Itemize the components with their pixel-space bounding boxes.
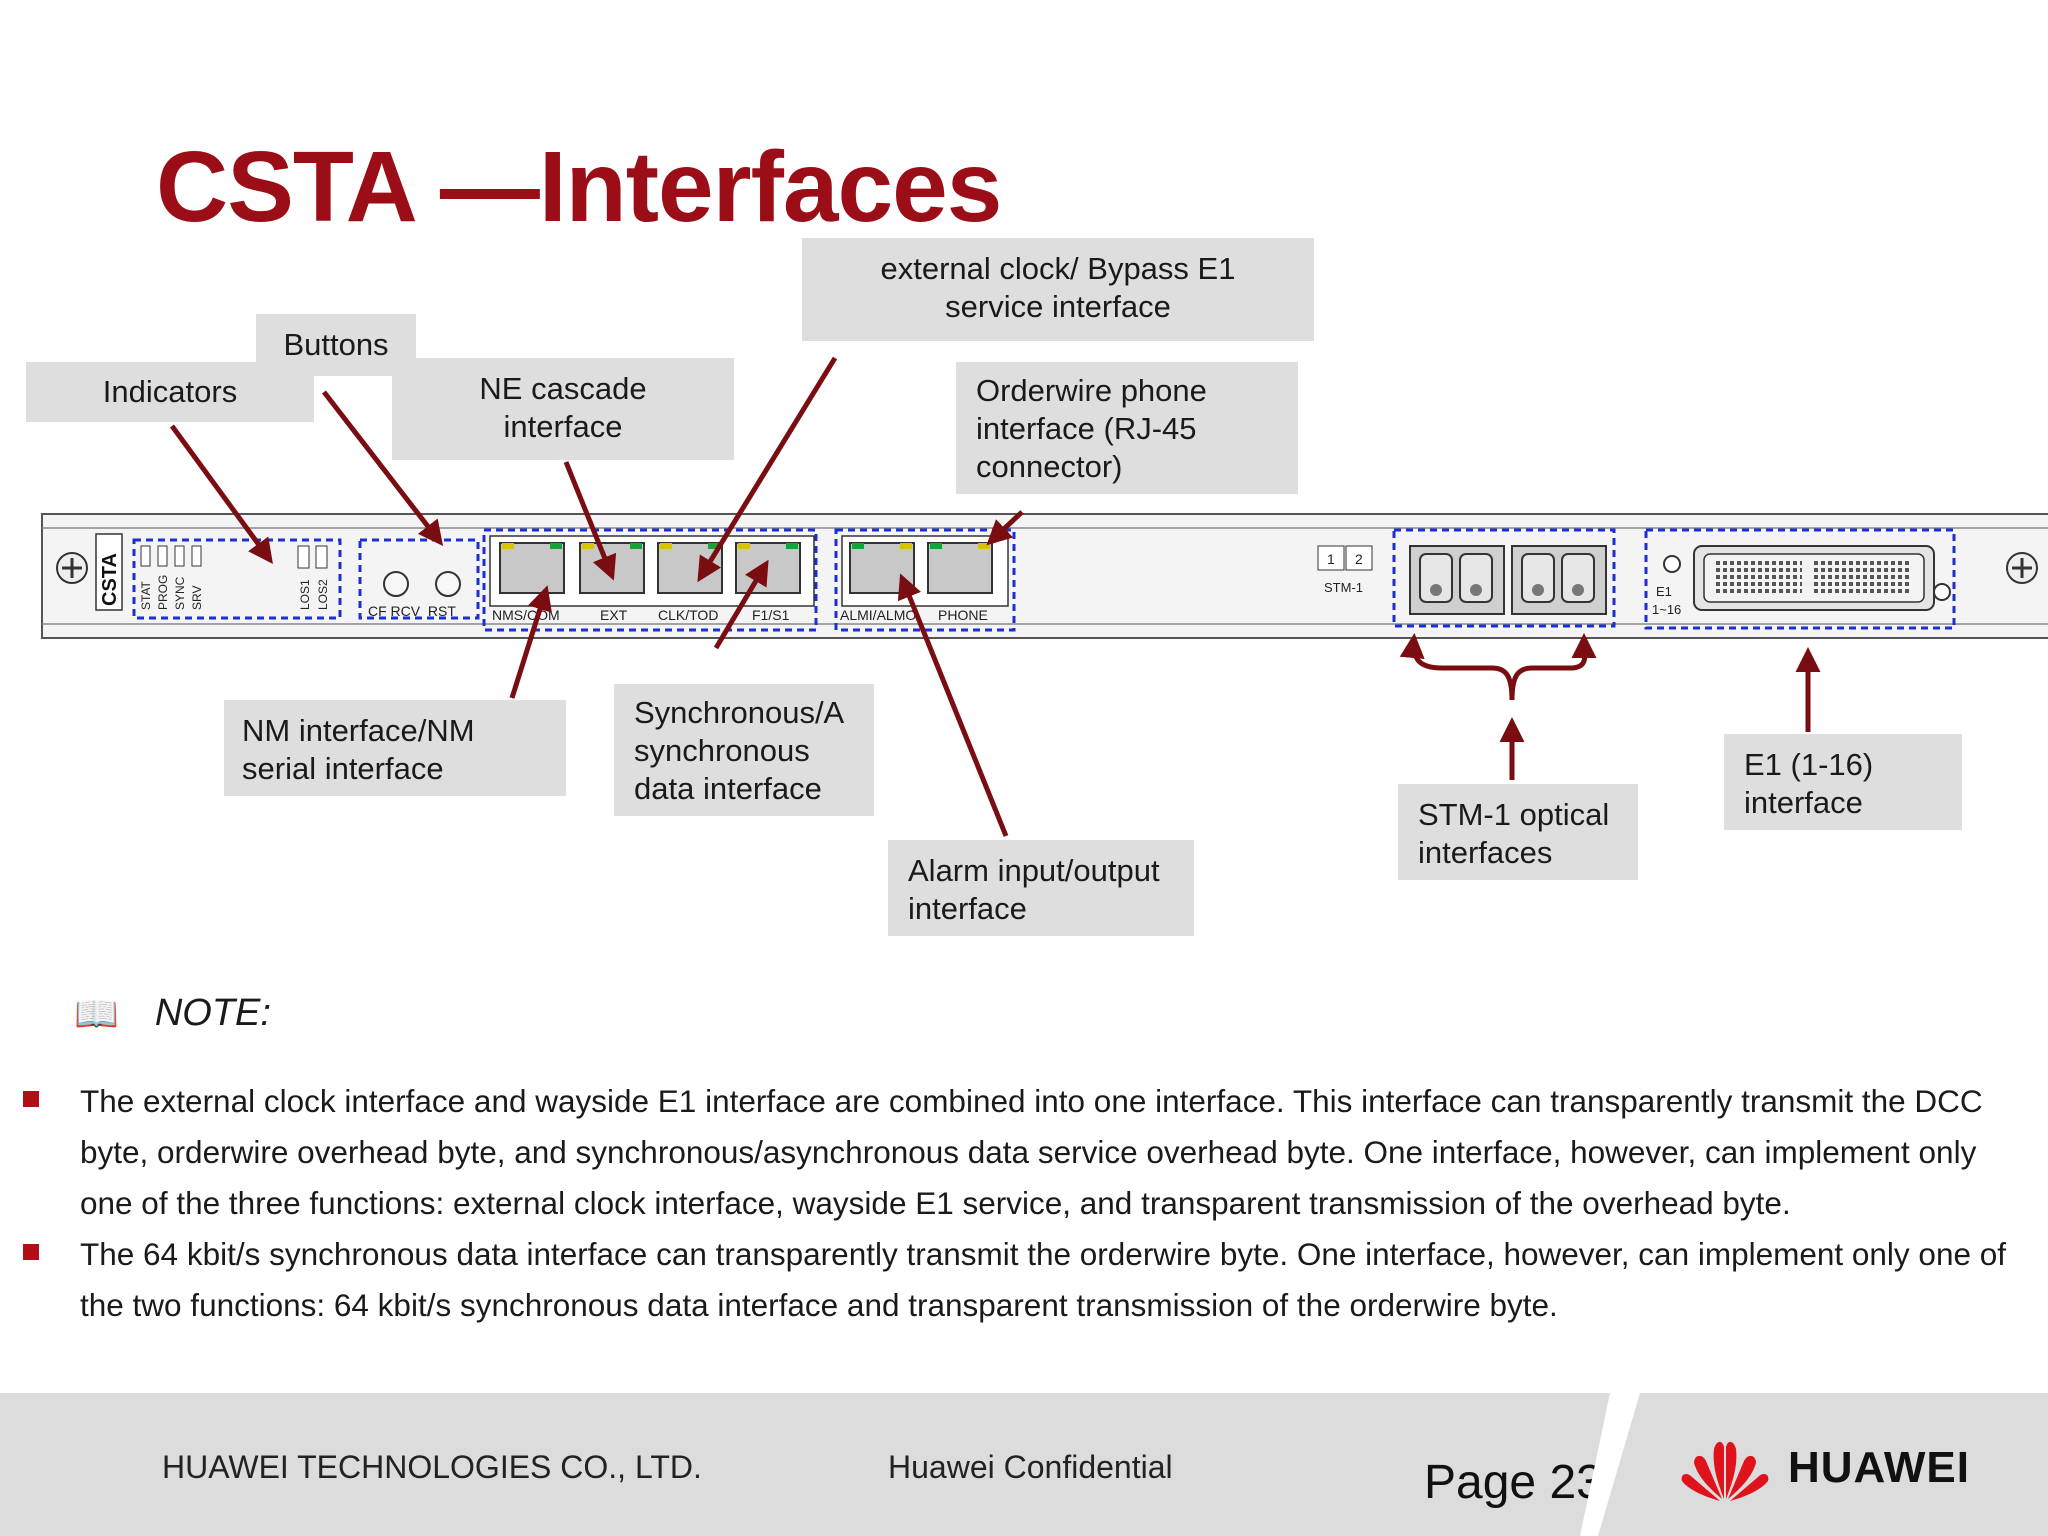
footer-confidential: Huawei Confidential: [888, 1449, 1173, 1485]
optical-port-2[interactable]: [1511, 545, 1607, 615]
note-bullet: The external clock interface and wayside…: [20, 1076, 2020, 1229]
right-screw-icon: [2006, 552, 2038, 584]
note-bullet-list: The external clock interface and wayside…: [20, 1076, 2020, 1331]
port-clk-tod[interactable]: [657, 542, 723, 594]
note-bullet-text: The external clock interface and wayside…: [80, 1083, 1983, 1221]
callout-external-clock-text: external clock/ Bypass E1 service interf…: [880, 251, 1236, 324]
stm1-number-2: 2: [1355, 551, 1363, 567]
page-title: CSTA —Interfaces: [156, 131, 1002, 243]
indicator-label-sync: SYNC: [173, 576, 187, 610]
arrow-ne-cascade: [563, 461, 617, 581]
note-bullet: The 64 kbit/s synchronous data interface…: [20, 1229, 2020, 1331]
arrow-indicators: [169, 424, 273, 565]
arrow-external-clock: [697, 356, 838, 583]
note-bullet-text: The 64 kbit/s synchronous data interface…: [80, 1236, 2007, 1323]
note-heading: 📖 NOTE:: [74, 992, 271, 1035]
footer-brand: HUAWEI: [1678, 1433, 1970, 1503]
arrow-sync-async: [713, 559, 769, 650]
cf-rcv-button[interactable]: [383, 571, 409, 597]
left-screw-icon: [56, 552, 88, 584]
callout-stm1-text: STM-1 optical interfaces: [1418, 797, 1610, 870]
e1-interface-group: E1 1~16: [1644, 528, 1956, 630]
optical-port-1[interactable]: [1409, 545, 1505, 615]
rst-button[interactable]: [435, 571, 461, 597]
bullet-square-icon: [23, 1244, 39, 1260]
page-number: Page 23: [1424, 1456, 1603, 1509]
footer-bar: HUAWEI TECHNOLOGIES CO., LTD. Huawei Con…: [0, 1393, 2048, 1536]
port-label-clk-tod: CLK/TOD: [658, 607, 718, 623]
stm1-optical-port-group: [1392, 528, 1616, 628]
port-label-almi-almo: ALMI/ALMO: [840, 607, 916, 623]
callout-sync-async: Synchronous/A synchronous data interface: [614, 684, 874, 816]
e1-panel-range: 1~16: [1652, 602, 1681, 617]
indicator-group: STAT PROG SYNC SRV LOS1 LOS2: [132, 538, 342, 620]
port-ext[interactable]: [579, 542, 645, 594]
callout-stm1: STM-1 optical interfaces: [1398, 784, 1638, 880]
los1-label: LOS1: [298, 579, 312, 610]
callout-alarm-text: Alarm input/output interface: [908, 853, 1160, 926]
port-label-nms-com: NMS/COM: [492, 607, 560, 623]
board-panel-diagram: CSTA STAT PROG SYNC SRV LOS1 LOS2 CF RCV…: [41, 356, 2048, 837]
callout-sync-async-text: Synchronous/A synchronous data interface: [634, 695, 845, 806]
indicator-label-srv: SRV: [190, 586, 204, 610]
e1-connector[interactable]: [1693, 545, 1935, 611]
los2-label: LOS2: [316, 579, 330, 610]
callout-indicators: Indicators: [26, 362, 314, 422]
port-nms-com[interactable]: [499, 542, 565, 594]
callout-external-clock: external clock/ Bypass E1 service interf…: [802, 238, 1314, 341]
board-name-label: CSTA: [99, 553, 121, 606]
huawei-logo-icon: [1681, 1441, 1769, 1501]
stm1-number-1: 1: [1327, 551, 1335, 567]
button-group: CF RCV RST: [358, 538, 480, 620]
rj45-port-group-right: ALMI/ALMO PHONE: [834, 528, 1016, 632]
callout-buttons-text: Buttons: [283, 327, 389, 362]
arrow-nm-interface: [509, 585, 552, 699]
indicator-label-prog: PROG: [156, 575, 170, 610]
note-label: NOTE:: [154, 992, 271, 1034]
arrow-alarm: [897, 573, 1009, 837]
arrow-buttons: [322, 390, 444, 546]
footer-company: HUAWEI TECHNOLOGIES CO., LTD.: [162, 1449, 702, 1485]
port-label-phone: PHONE: [938, 607, 988, 623]
stm1-panel-label: STM-1: [1324, 580, 1363, 595]
brand-name: HUAWEI: [1788, 1443, 1970, 1492]
stm1-number-labels: 1 2 STM-1: [1317, 545, 1373, 595]
indicator-label-stat: STAT: [139, 580, 153, 610]
callout-nm-interface-text: NM interface/NM serial interface: [242, 713, 475, 786]
book-icon: 📖: [74, 992, 119, 1034]
arrow-orderwire: [986, 510, 1024, 546]
port-phone[interactable]: [927, 542, 993, 594]
callout-alarm: Alarm input/output interface: [888, 840, 1194, 936]
callout-ne-cascade: NE cascade interface: [392, 358, 734, 460]
callout-nm-interface: NM interface/NM serial interface: [224, 700, 566, 796]
callout-orderwire: Orderwire phone interface (RJ-45 connect…: [956, 362, 1298, 494]
callout-arrows: [169, 356, 1821, 837]
port-label-f1-s1: F1/S1: [752, 607, 790, 623]
callout-orderwire-text: Orderwire phone interface (RJ-45 connect…: [976, 373, 1207, 484]
stm1-brace: [1399, 633, 1597, 701]
footer-divider: [1580, 1393, 1640, 1536]
callout-e1: E1 (1-16) interface: [1724, 734, 1962, 830]
e1-panel-label: E1: [1656, 584, 1672, 599]
bullet-square-icon: [23, 1091, 39, 1107]
button-labels: CF RCV RST: [368, 603, 456, 619]
callout-ne-cascade-text: NE cascade interface: [479, 371, 647, 444]
callout-indicators-text: Indicators: [102, 374, 238, 409]
callout-e1-text: E1 (1-16) interface: [1744, 747, 1874, 820]
port-label-ext: EXT: [600, 607, 628, 623]
port-f1-s1[interactable]: [735, 542, 801, 594]
